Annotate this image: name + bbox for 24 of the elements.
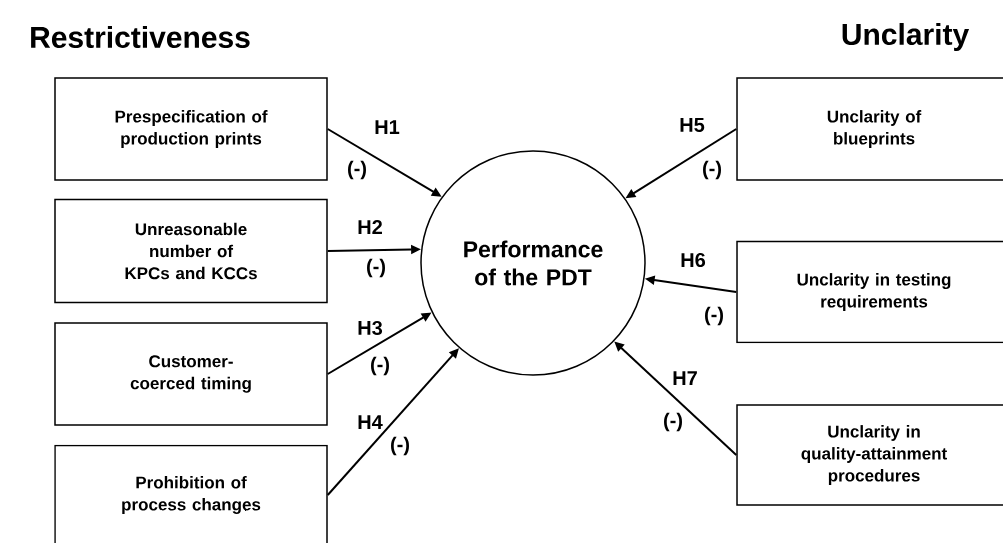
edge-label: H4 [356,414,384,430]
sign-label: (-) [365,257,387,279]
edge-label: H3 [356,319,384,337]
edge-label: H2 [356,219,384,235]
sign-label: (-) [701,159,723,181]
edge-label: H1 [373,119,401,135]
sign-label: (-) [369,355,391,377]
heading: Restrictiveness [28,25,252,49]
edge-label: H6 [679,251,707,269]
sign-label: (-) [662,411,684,433]
factor-box: Unclarity in testing requirements [736,240,1003,344]
factor-box: Prespecification of production prints [54,77,328,181]
edge-label: H5 [678,117,706,133]
factor-box: Unclarity of blueprints [736,77,1003,181]
factor-box: Customer-coerced timing [54,322,328,426]
arrow [326,348,459,496]
edge-label: H7 [671,370,699,386]
sign-label: (-) [346,159,368,181]
sign-label: (-) [389,435,411,457]
sign-label: (-) [703,305,725,327]
factor-box: Unclarity in quality-attainment procedures [736,404,1003,506]
factor-box: Unreasonable number of KPCs and KCCs [54,198,328,304]
factor-box: Prohibition of process changes [54,444,328,543]
heading: Unclarity [839,22,971,52]
